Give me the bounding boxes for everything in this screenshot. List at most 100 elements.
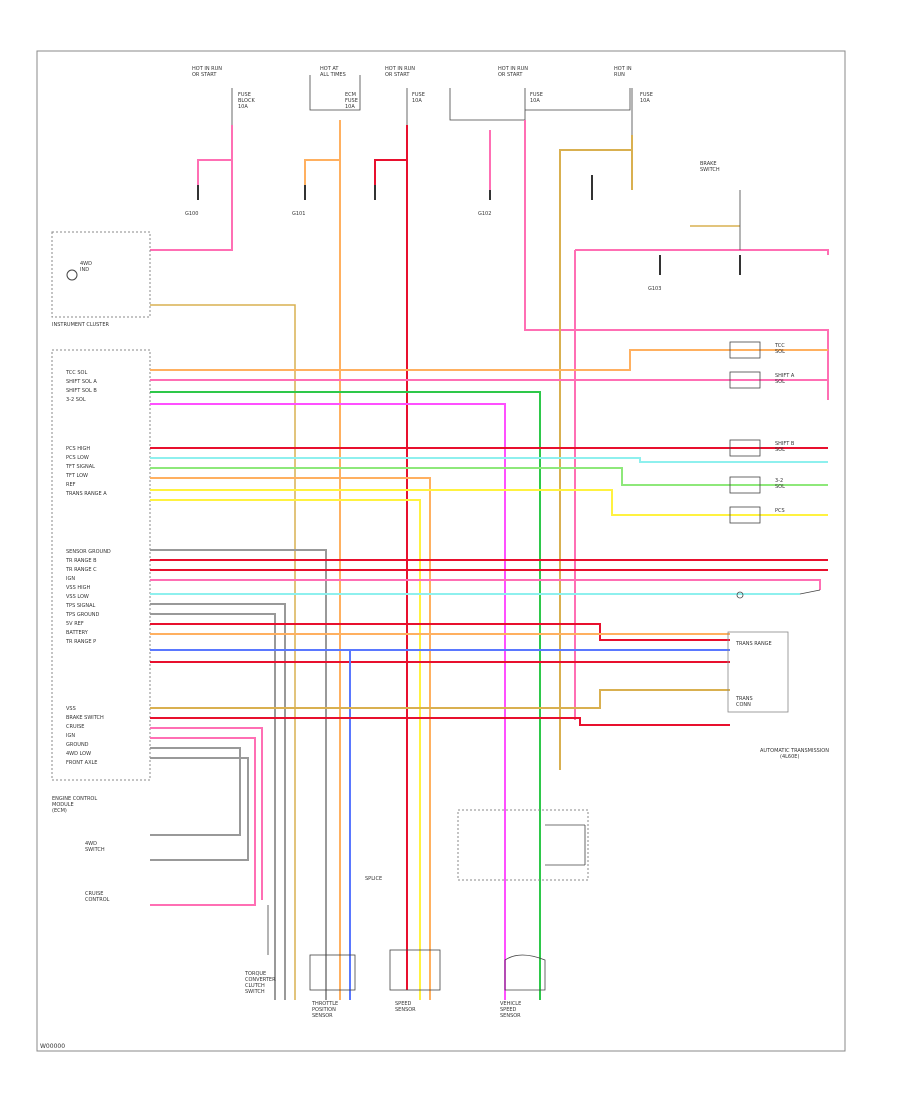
ground-label: G102 (478, 211, 491, 217)
wire-gnd4 (150, 747, 241, 836)
ecm-pin: TPS SIGNAL (65, 603, 96, 609)
wire-4wd (150, 757, 249, 861)
ecm-pin: TR RANGE P (65, 639, 96, 645)
ecm-pin: TR RANGE C (65, 567, 97, 573)
speed-module-box (457, 809, 589, 881)
instrument-cluster-box (51, 231, 151, 318)
speed-module-wires (545, 824, 586, 866)
wire-pcs-low (150, 457, 828, 463)
ecm-pin: VSS HIGH (66, 585, 90, 591)
ecm-pin: SENSOR GROUND (66, 549, 111, 555)
fuse-block-lines (231, 75, 633, 135)
ecm-pin: IGN (66, 576, 75, 582)
wire-cruise (150, 727, 263, 900)
ecm-pin: BATTERY (66, 630, 89, 636)
ecm-pin: BRAKE SWITCH (66, 715, 104, 721)
ground-label: G101 (292, 211, 305, 217)
ecm-pin: CRUISE (66, 724, 84, 730)
wire-tps-gnd (150, 623, 730, 641)
wire-magenta-right (575, 249, 829, 255)
wire-pink-cluster (197, 125, 233, 185)
ecm-pin: VSS (66, 706, 76, 712)
ecm-pin: FRONT AXLE (66, 760, 97, 766)
wire-vss (150, 689, 730, 709)
ecm-pin: PCS HIGH (66, 446, 90, 452)
ecm-pin: SHIFT SOL A (66, 379, 97, 385)
wire-pink-cluster-2 (150, 160, 233, 251)
wire-tcc (150, 349, 828, 371)
ecm-pin: IGN (66, 733, 75, 739)
ground-labels: G100 G101 G102 G103 (185, 211, 661, 292)
wire-brake (150, 717, 730, 726)
wire-tps-sig (150, 613, 276, 1000)
ecm-pin: PCS LOW (66, 455, 89, 461)
ecm-pin: 3-2 SOL (66, 397, 86, 403)
wire-vss-low (150, 603, 286, 1000)
wire-3-2 (150, 403, 506, 1000)
ecm-pin: 4WD LOW (66, 751, 91, 757)
wire-red-branch (374, 159, 407, 185)
indicator-lamp (66, 269, 78, 281)
wire-orange (304, 120, 341, 185)
wire-tft-sig (150, 467, 828, 486)
ecm-pin-labels: TCC SOL SHIFT SOL A SHIFT SOL B 3-2 SOL … (65, 370, 111, 766)
ecm-pin: TR RANGE B (65, 558, 97, 564)
ecm-pin: REF (66, 482, 76, 488)
ecm-box (51, 349, 151, 781)
wire-ign2 (150, 737, 256, 906)
ground-label: G103 (648, 286, 661, 292)
ecm-pin: TFT SIGNAL (65, 464, 95, 470)
figure-id: W00000 (40, 1043, 65, 1050)
ecm-output-wires (150, 349, 828, 1000)
ecm-label: ENGINE CONTROL MODULE (ECM) (52, 796, 99, 814)
wires (150, 120, 829, 1000)
wire-tan (559, 135, 633, 770)
wire-shift-b (150, 391, 541, 1000)
wire-ign (150, 579, 821, 590)
ecm-pin: TPS GROUND (65, 612, 100, 618)
right-switch (690, 190, 821, 599)
wire-ref (150, 489, 828, 516)
auto-trans-label: AUTOMATIC TRANSMISSION(4L60E) (760, 748, 829, 760)
ecm-pin: TCC SOL (65, 370, 87, 376)
solenoid-label: PCS (775, 508, 785, 514)
top-grounds (197, 175, 741, 275)
bottom-component-shapes (267, 905, 546, 991)
wire-tr-a (150, 499, 421, 1000)
wire-tft-low (150, 477, 431, 1000)
ecm-pin: VSS LOW (66, 594, 89, 600)
ground-label: G100 (185, 211, 198, 217)
wire-sens-gnd (150, 549, 327, 1000)
ecm-pin: 5V REF (66, 621, 84, 627)
trans-range-label: TRANS RANGE (735, 641, 772, 647)
cluster-label: INSTRUMENT CLUSTER (52, 322, 110, 328)
ecm-pin: GROUND (66, 742, 89, 748)
diagram-border (36, 50, 846, 1052)
wire-yellow-cluster (150, 304, 296, 1000)
solenoid-group (727, 341, 789, 713)
ecm-pin: TFT LOW (65, 473, 88, 479)
